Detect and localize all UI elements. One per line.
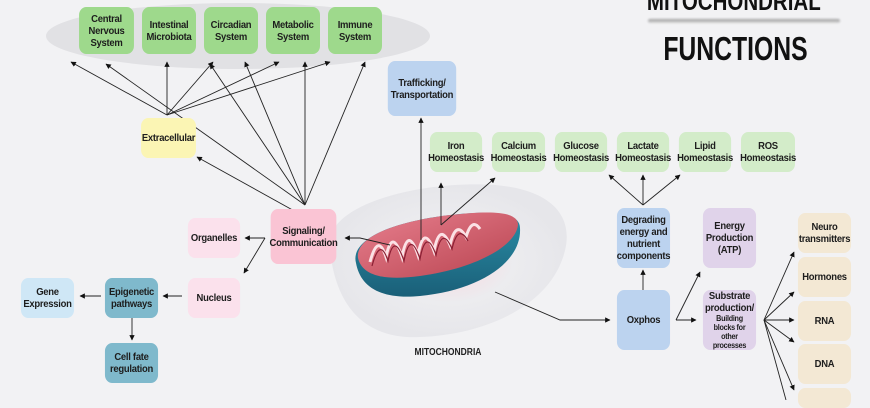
node-organelles: Organelles (187, 218, 241, 258)
node-rna: RNA (797, 301, 852, 341)
signaling-branches (79, 235, 391, 341)
node-cell-fate-regulation: Cell fate regulation (104, 343, 159, 383)
node-product-partial (797, 388, 852, 408)
node-gene-expression: Gene Expression (20, 278, 75, 318)
node-dna: DNA (797, 344, 852, 384)
substrate-arrows (763, 251, 795, 400)
node-metabolic-system: Metabolic System (266, 7, 320, 54)
title-line-2: FUNCTIONS (663, 30, 808, 67)
node-extracellular: Extracellular (141, 118, 196, 158)
node-signaling: Signaling/ Communication (270, 209, 338, 264)
node-intestinal-microbiota: Intestinal Microbiota (142, 7, 196, 54)
node-circadian-system: Circadian System (204, 7, 258, 54)
substrate-main-label: Substrate production/ (704, 290, 754, 314)
mitochondria-illustration (355, 212, 521, 297)
node-immune-system: Immune System (328, 7, 382, 54)
node-hormones: Hormones (797, 257, 852, 297)
node-central-nervous-system: Central Nervous System (79, 7, 134, 54)
extracellular-arrows (70, 60, 331, 116)
node-glucose-homeostasis: Glucose Homeostasis (553, 132, 609, 172)
node-lipid-homeostasis: Lipid Homeostasis (677, 132, 733, 172)
node-ros-homeostasis: ROS Homeostasis (740, 132, 796, 172)
node-neurotransmitters: Neuro transmitters (797, 213, 852, 253)
node-degrading-energy: Degrading energy and nutrient components (617, 208, 671, 268)
node-lactate-homeostasis: Lactate Homeostasis (615, 132, 671, 172)
mitochondria-label: MITOCHONDRIA (414, 347, 482, 358)
mito-arrows (418, 117, 701, 323)
node-substrate-production: Substrate production/ Building blocks fo… (702, 290, 757, 350)
title-divider (648, 19, 840, 23)
node-epigenetic-pathways: Epigenetic pathways (104, 278, 159, 318)
node-trafficking: Trafficking/ Transportation (387, 61, 457, 116)
node-oxphos: Oxphos (616, 290, 671, 350)
node-nucleus: Nucleus (187, 278, 241, 318)
node-iron-homeostasis: Iron Homeostasis (428, 132, 484, 172)
node-energy-production: Energy Production (ATP) (702, 208, 757, 268)
title-line-1: MITOCHONDRIAL (646, 0, 821, 16)
node-calcium-homeostasis: Calcium Homeostasis (491, 132, 547, 172)
substrate-sub-label: Building blocks for other processes (712, 314, 747, 350)
